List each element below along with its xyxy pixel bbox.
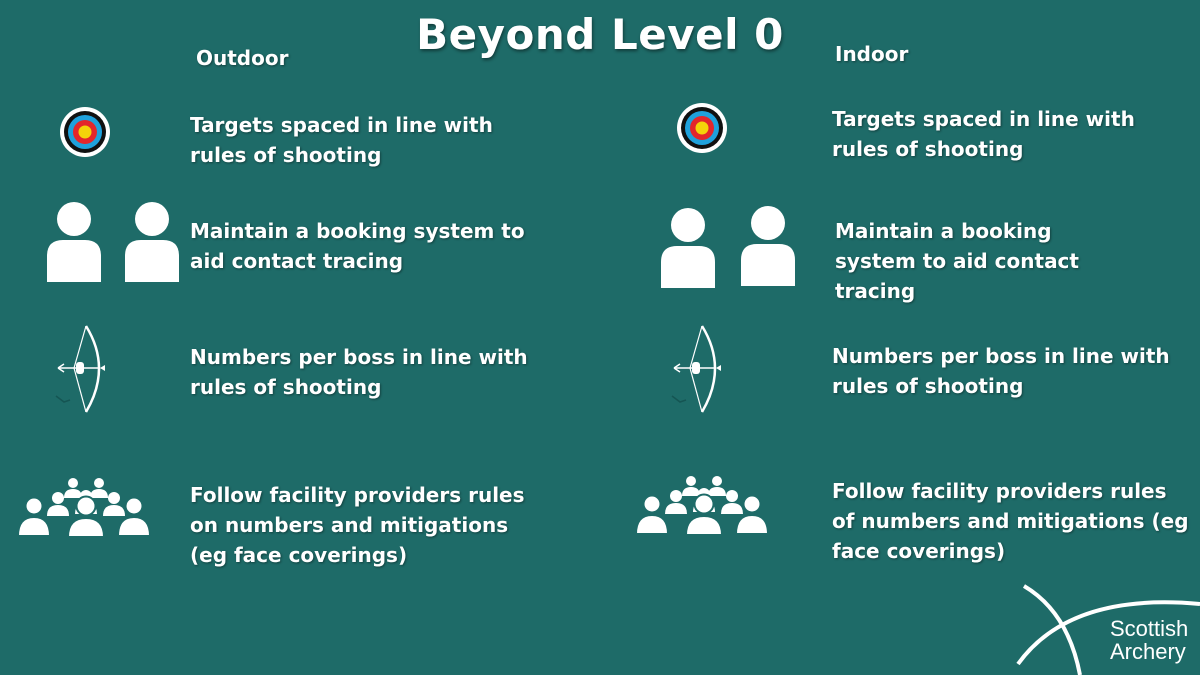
scottish-archery-logo <box>1010 582 1200 675</box>
outdoor-item-targets: Targets spaced in line with rules of sho… <box>190 113 493 167</box>
logo-text-archery: Archery <box>1110 639 1186 664</box>
bow-icon <box>668 322 724 416</box>
indoor-item-booking: Maintain a booking system to aid contact… <box>835 219 1079 303</box>
outdoor-item-numbers: Numbers per boss in line with rules of s… <box>190 345 528 399</box>
outdoor-item-facility: Follow facility providers rules on numbe… <box>190 483 525 567</box>
indoor-item-targets: Targets spaced in line with rules of sho… <box>832 107 1135 161</box>
target-icon <box>59 106 111 158</box>
indoor-item-facility: Follow facility providers rules of numbe… <box>832 479 1189 563</box>
indoor-heading: Indoor <box>835 42 909 66</box>
crowd-icon <box>16 476 152 538</box>
page-title: Beyond Level 0 <box>416 10 784 59</box>
crowd-icon <box>634 474 770 536</box>
outdoor-heading: Outdoor <box>196 46 289 70</box>
logo-text-scottish: Scottish <box>1110 616 1189 641</box>
people-icon <box>45 200 181 284</box>
target-icon <box>676 102 728 154</box>
people-icon <box>659 204 797 288</box>
bow-icon <box>52 322 108 416</box>
indoor-item-numbers: Numbers per boss in line with rules of s… <box>832 344 1170 398</box>
outdoor-item-booking: Maintain a booking system to aid contact… <box>190 219 525 273</box>
